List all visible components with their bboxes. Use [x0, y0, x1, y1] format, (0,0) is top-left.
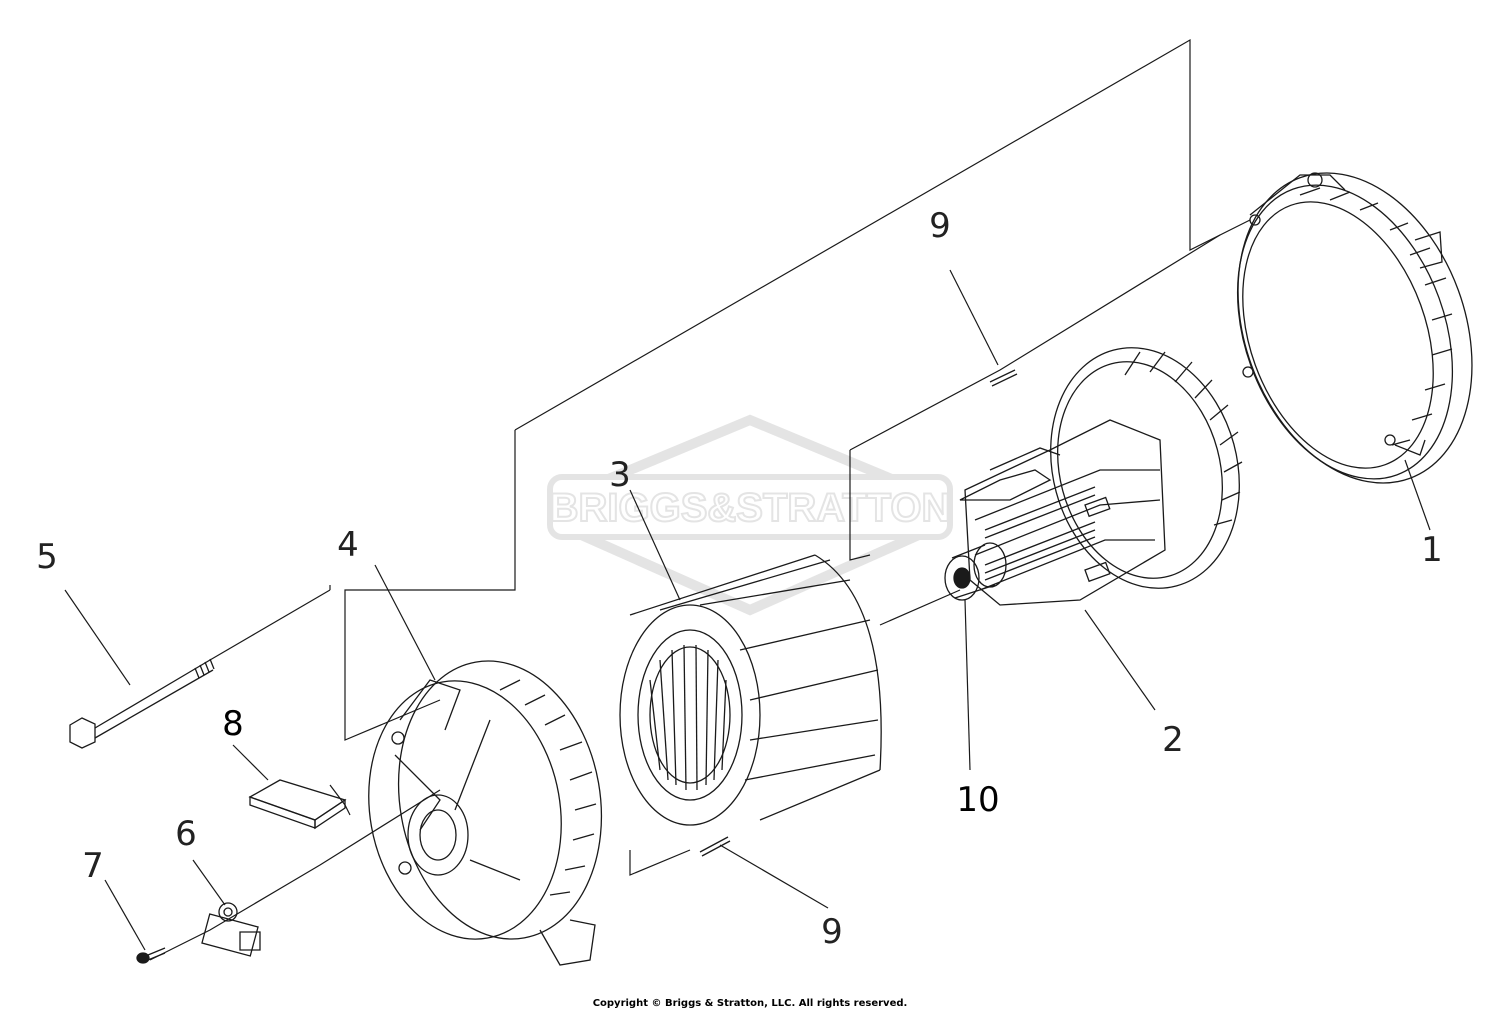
callout-9-top: 9: [929, 206, 951, 246]
callout-8: 8: [222, 704, 244, 744]
bolt-threads: [195, 659, 214, 678]
part-2-rotor-assembly: [960, 326, 1265, 609]
callout-1: 1: [1421, 530, 1443, 570]
stator-slots: [650, 645, 726, 790]
part-3-stator: [620, 555, 881, 825]
callout-5: 5: [36, 537, 58, 577]
callout-2: 2: [1162, 720, 1184, 760]
assembly-lines: [150, 40, 1250, 960]
watermark-text: BRIGGS&STRATTON: [550, 486, 951, 530]
part-7-screw: [137, 948, 165, 963]
part-4-front-housing: [349, 645, 623, 965]
callout-7: 7: [82, 846, 104, 886]
brand-watermark-logo: BRIGGS&STRATTON: [550, 420, 951, 610]
callout-10: 10: [956, 780, 1000, 820]
part-1-end-cover: [1197, 140, 1500, 516]
callout-3: 3: [609, 455, 631, 495]
part-9-dowel-pins: [700, 370, 1017, 856]
copyright-notice: Copyright © Briggs & Stratton, LLC. All …: [592, 998, 908, 1009]
callout-6: 6: [175, 814, 197, 854]
leader-lines: [65, 270, 1430, 950]
cover-fins: [1300, 188, 1452, 445]
part-8-pad: [250, 780, 345, 828]
rotor-laminations: [985, 487, 1095, 580]
part-6-brush-holder: [202, 903, 260, 956]
part-5-through-bolt: [70, 659, 214, 748]
callout-9-bottom: 9: [821, 912, 843, 952]
part-10-bearing: [945, 543, 1006, 600]
fan-blades: [1125, 352, 1242, 525]
stator-ribs: [660, 560, 878, 780]
callout-4: 4: [337, 525, 359, 565]
housing-fins: [500, 680, 596, 895]
